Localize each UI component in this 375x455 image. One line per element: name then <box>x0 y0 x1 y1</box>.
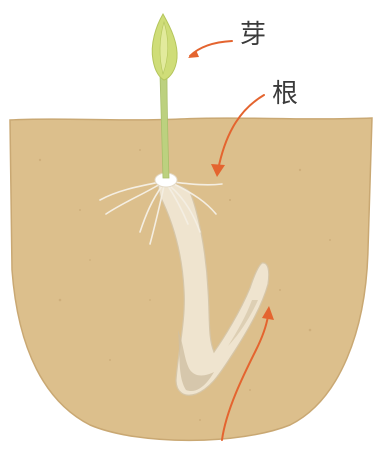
sprout-arrow <box>188 41 232 58</box>
sprout-label: 芽 <box>240 22 266 48</box>
root-label: 根 <box>272 81 298 107</box>
